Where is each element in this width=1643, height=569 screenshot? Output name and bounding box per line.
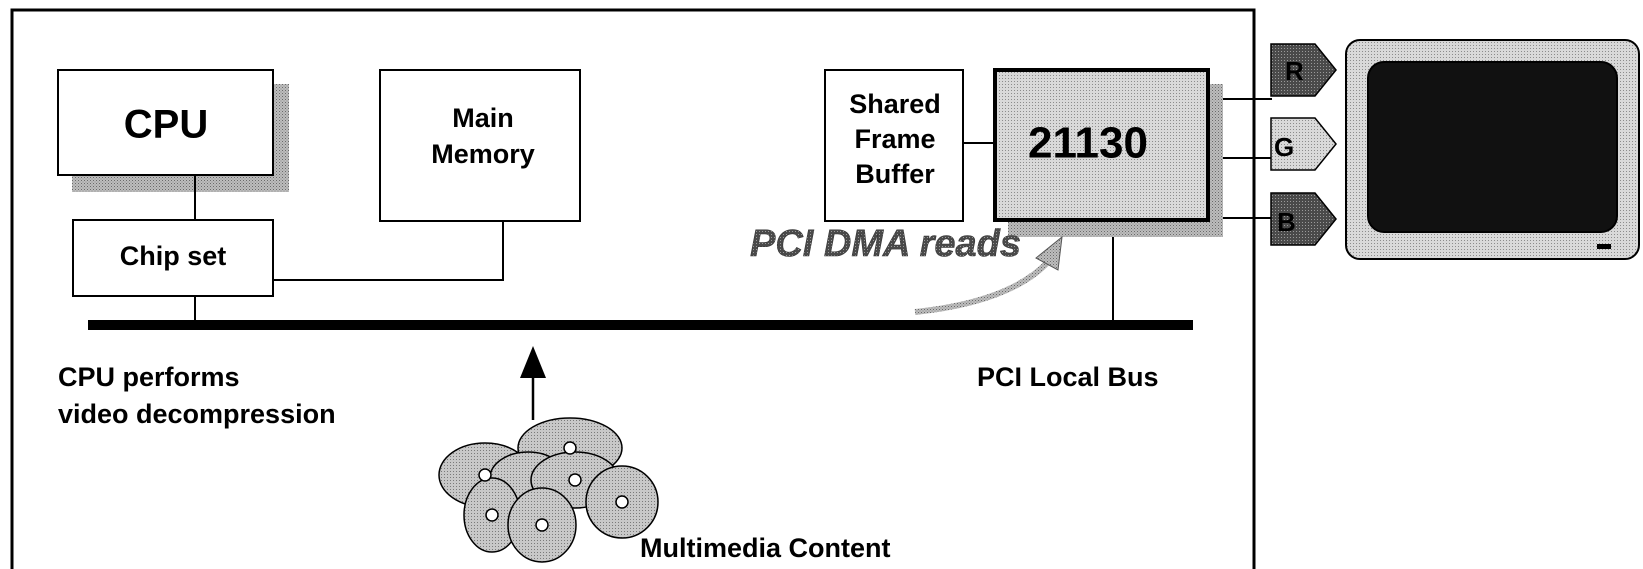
content-to-bus-arrowhead bbox=[520, 346, 546, 378]
shared-frame-buffer-line1: Shared bbox=[849, 89, 941, 119]
monitor-power-light bbox=[1597, 244, 1611, 249]
cpu-block bbox=[57, 69, 274, 176]
main-memory-block bbox=[379, 69, 581, 222]
chipset-memory-link bbox=[273, 221, 504, 281]
pci-bus-label: PCI Local Bus bbox=[977, 362, 1159, 392]
shared-frame-buffer-line3: Buffer bbox=[855, 159, 935, 189]
dma-arrowhead bbox=[1035, 235, 1063, 271]
main-memory-label-line2: Memory bbox=[431, 139, 535, 169]
cpu-label: CPU bbox=[124, 103, 208, 147]
cpu-note-line2: video decompression bbox=[58, 399, 336, 429]
shared-frame-buffer-line2: Frame bbox=[854, 124, 935, 154]
controller-block bbox=[993, 68, 1210, 222]
green-output-tag bbox=[1270, 117, 1337, 171]
blue-output-tag bbox=[1270, 192, 1337, 246]
shared-frame-buffer-block bbox=[824, 69, 964, 222]
main-memory-label-line1: Main bbox=[452, 103, 514, 133]
cpu-note-line1: CPU performs bbox=[58, 362, 240, 392]
multimedia-content-label: Multimedia Content bbox=[640, 533, 891, 563]
pci-bus bbox=[88, 320, 1193, 330]
monitor-screen bbox=[1367, 61, 1618, 233]
red-output-label: R bbox=[1285, 56, 1304, 86]
chipset-block bbox=[72, 219, 274, 297]
green-output-label: G bbox=[1274, 132, 1294, 162]
red-output-tag bbox=[1270, 43, 1337, 97]
multimedia-discs-icon bbox=[438, 417, 659, 563]
chipset-label: Chip set bbox=[120, 241, 227, 271]
controller-label: 21130 bbox=[1028, 119, 1148, 168]
blue-output-label: B bbox=[1277, 207, 1296, 237]
dma-label: PCI DMA reads bbox=[750, 223, 1021, 265]
dma-arrow bbox=[914, 259, 1051, 315]
